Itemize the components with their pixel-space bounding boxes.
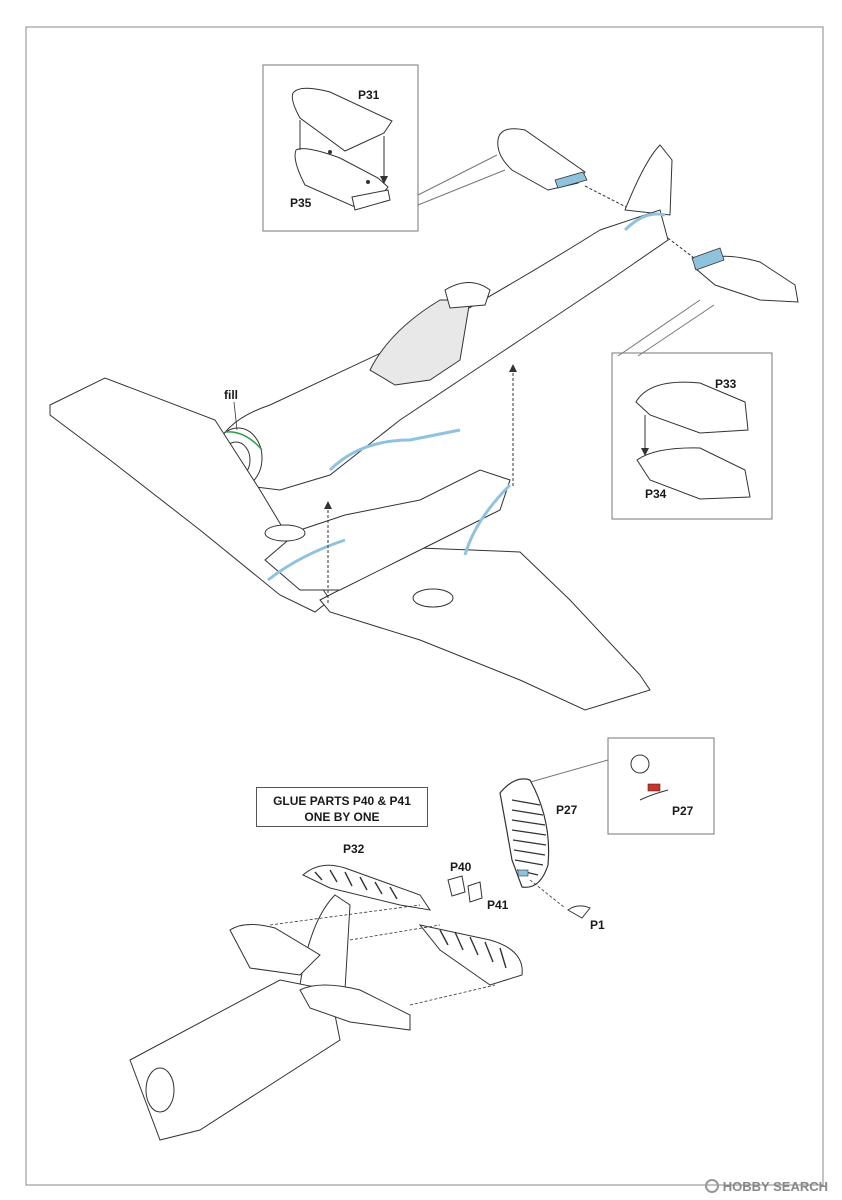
rudder-p27 [499,778,550,888]
label-p34: P34 [645,487,667,501]
aircraft-main [49,144,673,711]
label-p33: P33 [715,377,737,391]
label-p27-main: P27 [556,803,578,817]
label-fill: fill [224,388,238,402]
label-p40: P40 [450,860,472,874]
label-p1: P1 [590,918,605,932]
tail-highlight [623,212,666,232]
label-p35: P35 [290,196,312,210]
watermark-logo-icon [704,1179,719,1193]
stabilizer-upper-left [497,128,629,209]
watermark: HOBBY SEARCH [704,1178,828,1194]
watermark-text: HOBBY SEARCH [722,1178,828,1194]
detail-box-p27 [607,737,715,835]
label-p32: P32 [343,842,365,856]
part-p40 [447,875,466,897]
page-border [25,26,824,1186]
fill-area-marker [224,431,263,451]
glue-note: GLUE PARTS P40 & P41 ONE BY ONE [256,787,428,827]
wing-fillet-highlight-right [463,483,512,556]
wing-fillet-highlight-left [328,428,461,472]
stabilizer-right [659,231,799,303]
part-p41 [467,881,483,903]
wing-fillet-highlight-lower [267,538,346,582]
elevator-p32 [302,864,523,986]
label-p41: P41 [487,898,509,912]
glue-note-line-1: GLUE PARTS P40 & P41 [273,794,411,808]
detail-box-p31-p35 [262,64,419,232]
detail-box-p33-p34 [611,352,773,520]
aircraft-tail-lower [129,894,411,1141]
part-p1 [567,905,591,919]
label-p27-detail: P27 [672,804,694,818]
label-p31: P31 [358,88,380,102]
glue-note-line-2: ONE BY ONE [304,810,380,824]
